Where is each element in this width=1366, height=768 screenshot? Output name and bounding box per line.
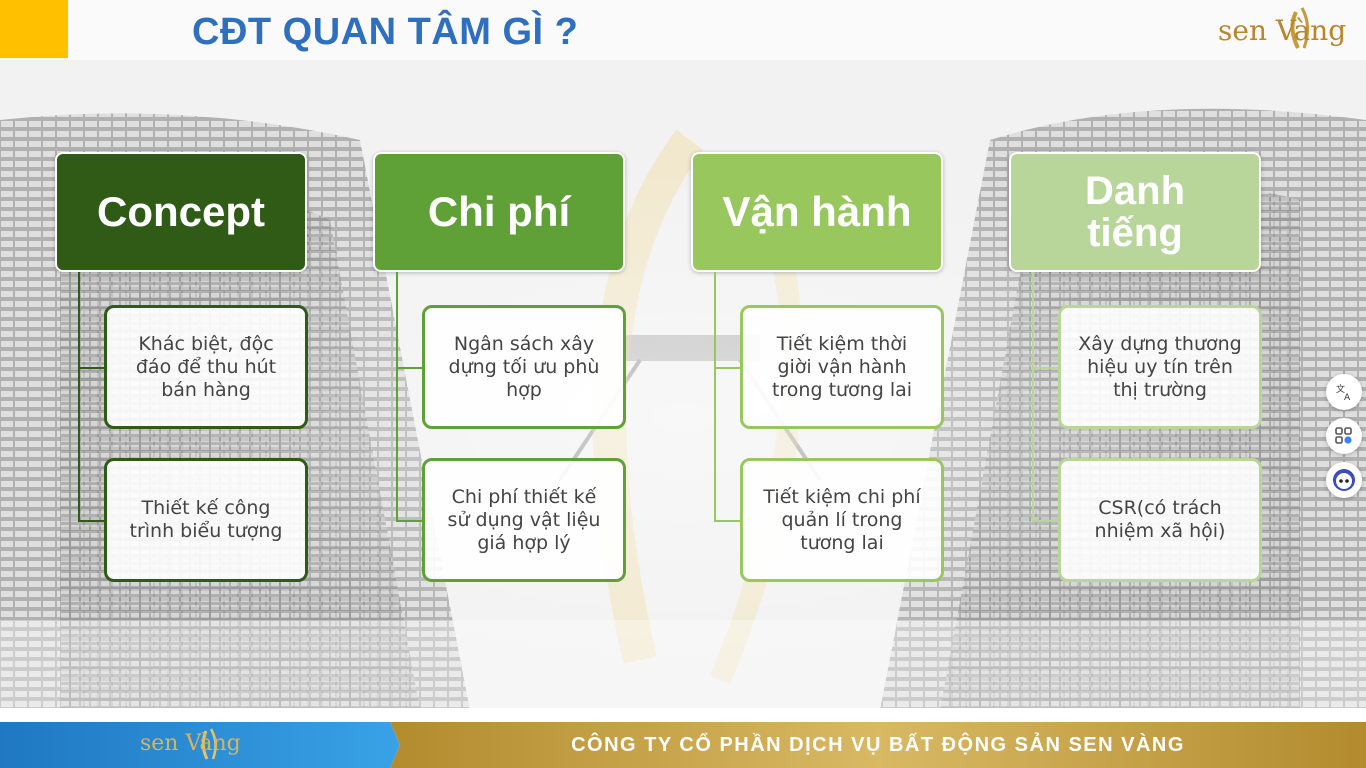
chi-phi-item-2: Chi phí thiết kế sử dụng vật liệu giá hợ… xyxy=(422,458,626,582)
footer-company-name: CÔNG TY CỔ PHẦN DỊCH VỤ BẤT ĐỘNG SẢN SEN… xyxy=(571,733,1185,756)
connector-van-hanh-1 xyxy=(714,367,742,369)
footer-logo-text: sen Vàng xyxy=(140,731,241,756)
footer-logo: sen Vàng xyxy=(140,727,270,765)
company-logo: sen Vàng xyxy=(1216,4,1362,58)
logo-lotus-icon xyxy=(1290,7,1309,49)
van-hanh-item-1: Tiết kiệm thời giời vận hành trong tương… xyxy=(740,305,944,429)
translate-icon: 文 A xyxy=(1336,383,1351,402)
svg-text:A: A xyxy=(1344,393,1351,402)
connector-concept xyxy=(78,272,80,522)
header-concept: Concept xyxy=(55,152,307,272)
apps-icon xyxy=(1335,427,1352,444)
van-hanh-item-2: Tiết kiệm chi phí quản lí trong tương la… xyxy=(740,458,944,582)
header-danh-tieng-line1: Danh xyxy=(1085,169,1185,213)
header-concept-label: Concept xyxy=(97,187,265,235)
connector-danh-tieng-1 xyxy=(1032,367,1060,369)
footer-gold-band xyxy=(390,722,1366,768)
header-van-hanh-label: Vận hành xyxy=(722,187,912,235)
connector-chi-phi-1 xyxy=(396,367,424,369)
translate-button[interactable]: 文 A xyxy=(1326,374,1362,410)
connector-concept-1 xyxy=(78,367,106,369)
connector-concept-2 xyxy=(78,520,106,522)
concept-item-2: Thiết kế công trình biểu tượng xyxy=(104,458,308,582)
logo-text: sen Vàng xyxy=(1218,14,1347,47)
slide-title: CĐT QUAN TÂM GÌ ? xyxy=(192,11,579,53)
header-van-hanh: Vận hành xyxy=(691,152,943,272)
connector-danh-tieng xyxy=(1032,272,1034,522)
header-danh-tieng-line2: tiếng xyxy=(1087,211,1183,255)
header-danh-tieng: Danh tiếng xyxy=(1009,152,1261,272)
footer-logo-lotus-icon xyxy=(201,728,217,760)
svg-text:文: 文 xyxy=(1336,383,1345,395)
connector-van-hanh xyxy=(714,272,716,522)
header-chi-phi-label: Chi phí xyxy=(427,187,571,235)
assistant-button[interactable] xyxy=(1326,462,1362,498)
connector-van-hanh-2 xyxy=(714,520,742,522)
danh-tieng-item-1: Xây dựng thương hiệu uy tín trên thị trư… xyxy=(1058,305,1262,429)
connector-chi-phi xyxy=(396,272,398,522)
assistant-face-icon xyxy=(1333,469,1355,491)
concept-item-1: Khác biệt, độc đáo để thu hút bán hàng xyxy=(104,305,308,429)
connector-danh-tieng-2 xyxy=(1032,520,1060,522)
danh-tieng-item-2: CSR(có trách nhiệm xã hội) xyxy=(1058,458,1262,582)
connector-chi-phi-2 xyxy=(396,520,424,522)
footer-blue-band xyxy=(0,722,400,768)
chi-phi-item-1: Ngân sách xây dựng tối ưu phù hợp xyxy=(422,305,626,429)
apps-button[interactable] xyxy=(1326,418,1362,454)
accent-square xyxy=(0,0,68,58)
header-chi-phi: Chi phí xyxy=(373,152,625,272)
